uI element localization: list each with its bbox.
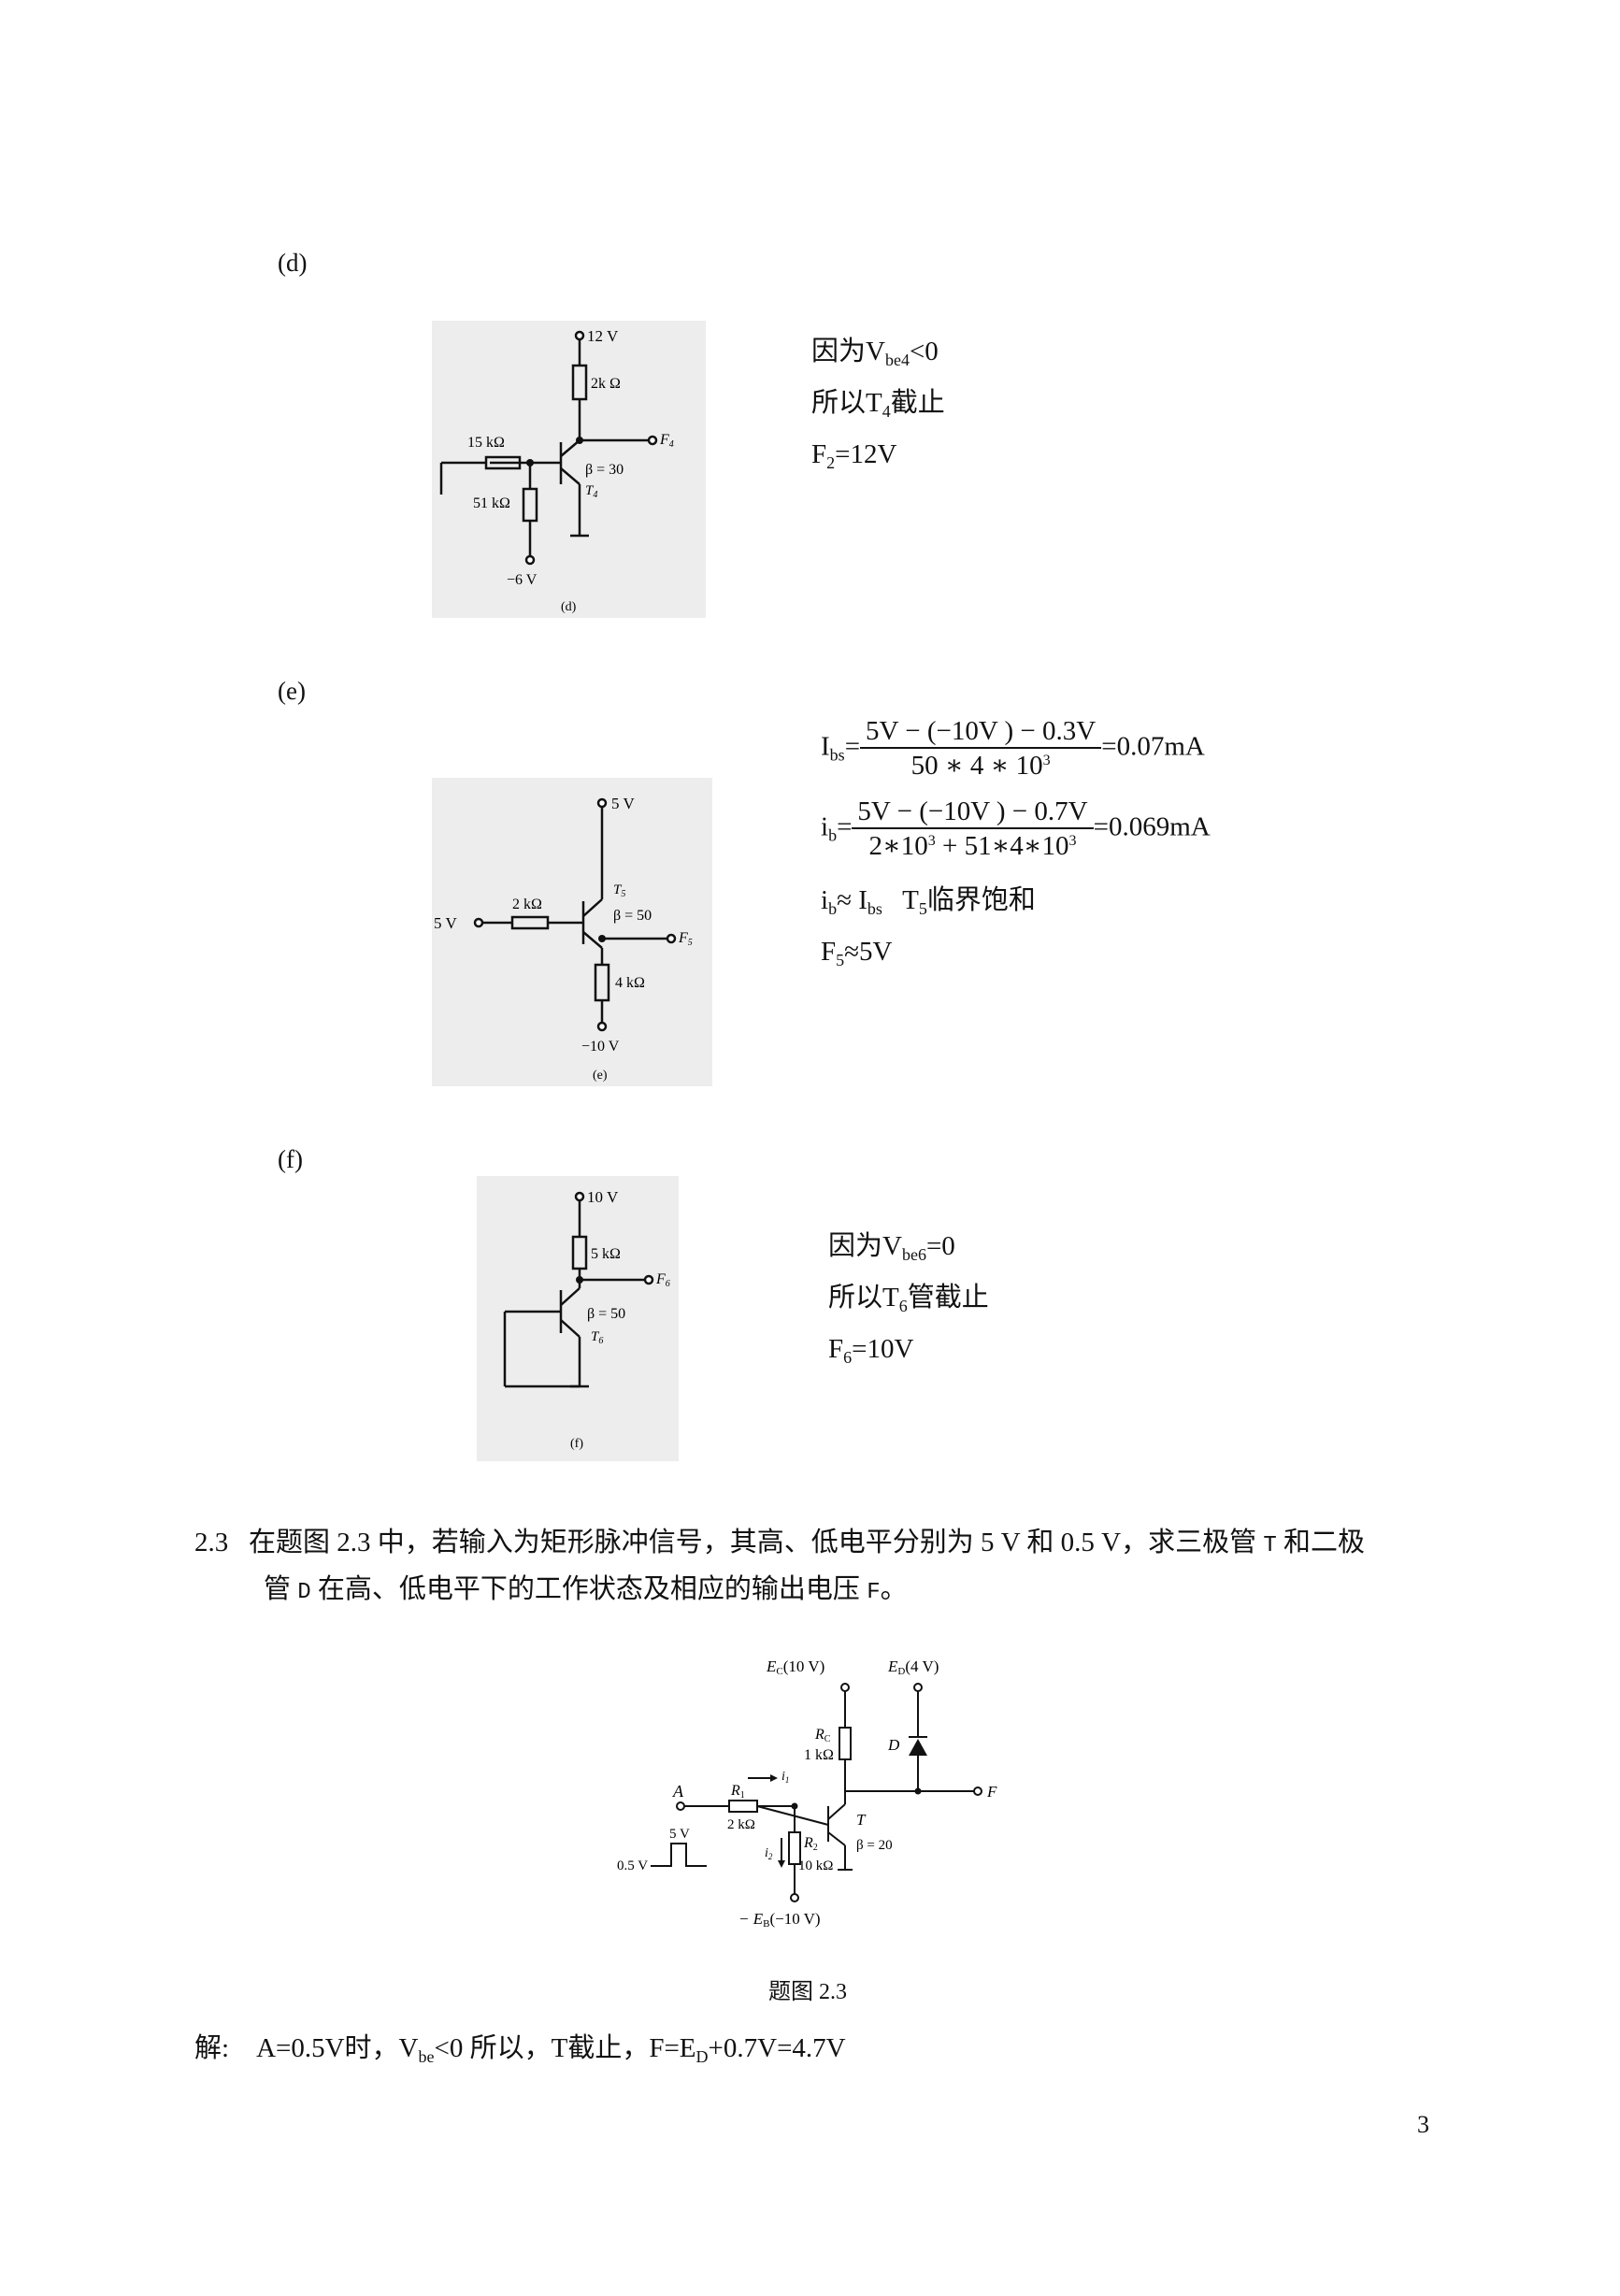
r1-value: 2 kΩ [727, 1817, 755, 1832]
figure-f: 10 V 5 kΩ β = 50 T6 F6 (f) [477, 1176, 679, 1461]
d-output-label: F4 [659, 432, 674, 450]
answer-f-line2: 所以T6管截止 [828, 1283, 989, 1315]
output-f-label: F [986, 1783, 997, 1801]
ed-label: ED(4 V) [887, 1657, 939, 1677]
figure-e: 5 V 5 V 2 kΩ T5 β = 50 F5 4 kΩ −10 V (e) [432, 778, 712, 1086]
f-vcc-label: 10 V [587, 1188, 619, 1206]
transistor-t-label: T [856, 1811, 867, 1829]
d-transistor-label: T4 [585, 483, 597, 500]
e-re-label: 4 kΩ [615, 975, 645, 991]
d-vee-label: −6 V [507, 572, 538, 588]
problem-2-3-text: 2.3 在题图 2.3 中，若输入为矩形脉冲信号，其高、低电平分别为 5 V 和… [194, 1521, 1365, 1614]
answer-e-line3: ib≈ Ibs T5临界饱和 [821, 885, 1036, 918]
d-rb-label: 15 kΩ [467, 435, 505, 451]
input-low-label: 0.5 V [617, 1858, 648, 1873]
r2-value: 10 kΩ [798, 1858, 833, 1873]
circuit-d-diagram: 12 V 2k Ω 15 kΩ 51 kΩ β = 30 T4 F4 −6 V … [439, 327, 674, 614]
equation-ibs-numerator: 5V − (−10V ) − 0.3V [860, 716, 1102, 749]
section-label-d: (d) [278, 249, 308, 277]
e-beta-label: β = 50 [613, 908, 652, 924]
input-a-label: A [672, 1782, 684, 1801]
answer-f-line1: 因为Vbe6=0 [828, 1231, 955, 1264]
beta-label: β = 20 [856, 1838, 893, 1853]
answer-d-line1: 因为Vbe4<0 [811, 337, 939, 369]
i2-label: i2 [765, 1846, 773, 1861]
section-label-e: (e) [278, 677, 306, 705]
figure-d: 12 V 2k Ω 15 kΩ 51 kΩ β = 30 T4 F4 −6 V … [432, 321, 706, 618]
e-transistor-label: T5 [613, 883, 625, 899]
input-high-label: 5 V [669, 1827, 690, 1842]
solution-text: 解: A=0.5V时，Vbe<0 所以，T截止，F=ED+0.7V=4.7V [194, 2033, 846, 2066]
figure-2-3: EC(10 V) ED(4 V) RC 1 kΩ D i1 R1 2 kΩ A … [617, 1645, 1028, 1963]
answer-d: 因为Vbe4<0 所以T4截止 F2=12V [811, 330, 945, 484]
answer-f-line3: F6=10V [828, 1334, 914, 1367]
answer-e: ib≈ Ibs T5临界饱和 F5≈5V [821, 879, 1036, 982]
answer-d-line3: F2=12V [811, 439, 897, 472]
circuit-e-diagram: 5 V 5 V 2 kΩ T5 β = 50 F5 4 kΩ −10 V (e) [434, 795, 693, 1083]
diode-label: D [887, 1736, 900, 1754]
answer-d-line2: 所以T4截止 [811, 388, 945, 421]
r2-label: R2 [803, 1835, 818, 1853]
section-label-f: (f) [278, 1145, 303, 1173]
problem-line1: 2.3 在题图 2.3 中，若输入为矩形脉冲信号，其高、低电平分别为 5 V 和… [194, 1528, 1366, 1558]
f-transistor-label: T6 [591, 1329, 603, 1346]
problem-number: 2.3 [194, 1528, 229, 1557]
solution-prefix: 解: [194, 2033, 230, 2063]
page-number: 3 [1417, 2111, 1429, 2138]
d-vcc-label: 12 V [587, 327, 619, 345]
d-rc-label: 2k Ω [591, 376, 621, 392]
f-beta-label: β = 50 [587, 1306, 625, 1322]
f-rc-label: 5 kΩ [591, 1246, 621, 1262]
e-rb-label: 2 kΩ [512, 897, 542, 912]
f-caption: (f) [570, 1437, 583, 1451]
i1-label: i1 [781, 1770, 789, 1785]
e-vin-label: 5 V [434, 914, 457, 932]
e-output-label: F5 [678, 930, 693, 948]
d-beta-label: β = 30 [585, 462, 624, 478]
eb-label: − EB(−10 V) [738, 1910, 821, 1930]
problem-line2: 管 D 在高、低电平下的工作状态及相应的输出电压 F。 [264, 1574, 908, 1605]
figure-2-3-caption: 题图 2.3 [768, 1980, 847, 2004]
answer-f: 因为Vbe6=0 所以T6管截止 F6=10V [828, 1225, 989, 1379]
f-output-label: F6 [655, 1271, 670, 1289]
answer-e-line4: F5≈5V [821, 937, 893, 969]
r1-label: R1 [730, 1783, 745, 1801]
rc-value: 1 kΩ [804, 1747, 834, 1763]
circuit-2-3-diagram: EC(10 V) ED(4 V) RC 1 kΩ D i1 R1 2 kΩ A … [617, 1657, 997, 1930]
d-caption: (d) [561, 600, 577, 614]
circuit-f-diagram: 10 V 5 kΩ β = 50 T6 F6 (f) [503, 1188, 670, 1451]
e-caption: (e) [593, 1069, 608, 1083]
ec-label: EC(10 V) [766, 1657, 824, 1677]
e-vee-label: −10 V [581, 1039, 620, 1055]
equation-ib-denominator: 2∗103 + 51∗4∗103 [868, 831, 1077, 861]
e-vcc-label: 5 V [611, 795, 635, 812]
equation-ib-numerator: 5V − (−10V ) − 0.7V [852, 796, 1094, 829]
d-rbb-label: 51 kΩ [473, 495, 510, 511]
equation-ibs-denominator: 50 ∗ 4 ∗ 103 [910, 751, 1051, 781]
rc-label: RC [814, 1727, 831, 1744]
